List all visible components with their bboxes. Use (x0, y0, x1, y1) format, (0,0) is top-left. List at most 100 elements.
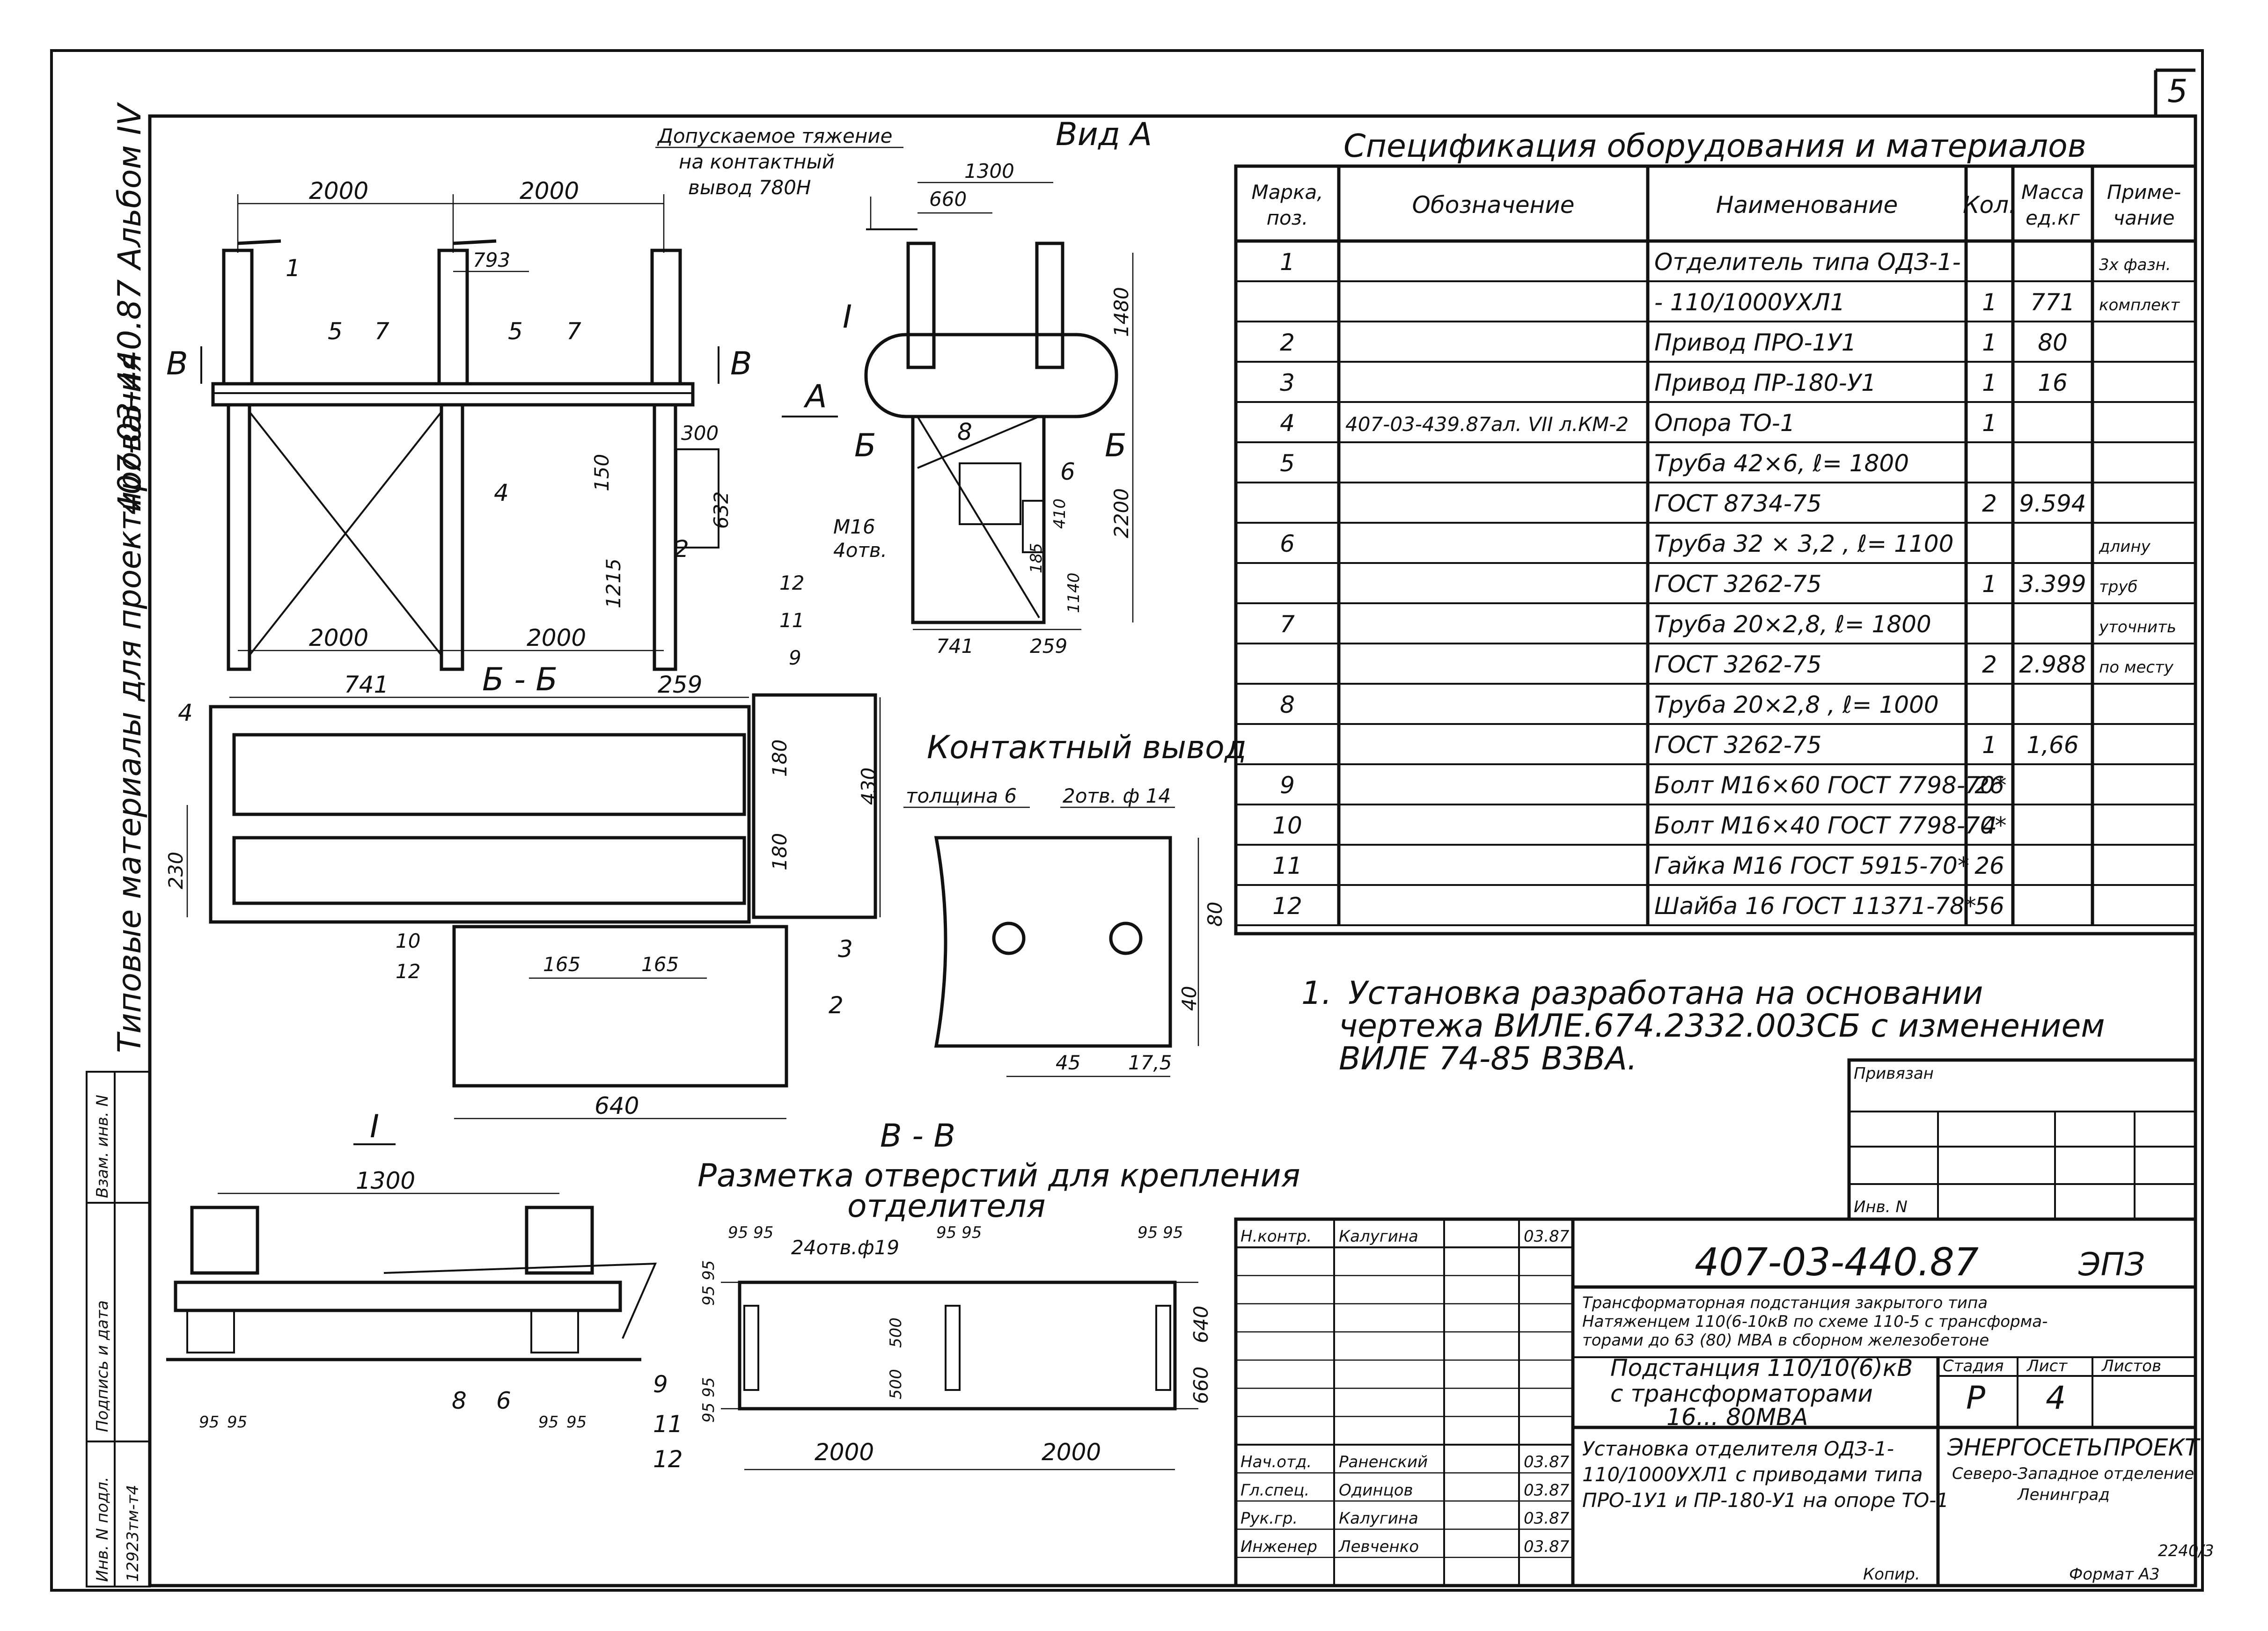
spec-cell-r16-c0: 12 (1272, 892, 1302, 920)
dim-1300: 1300 (964, 160, 1014, 183)
callout-7a: 7 (374, 318, 389, 345)
project-title-1: Трансформаторная подстанция закрытого ти… (1582, 1294, 1988, 1312)
spec-cell-r2-c4: 80 (2038, 329, 2068, 356)
dim-259-bb: 259 (658, 671, 702, 698)
spec-cell-r11-c2: Труба 20×2,8 , ℓ= 1000 (1654, 691, 1939, 718)
dim-230: 230 (164, 852, 187, 889)
dim-2000-vv-a: 2000 (815, 1439, 874, 1466)
spec-cell-r14-c2: Болт М16×40 ГОСТ 7798-70* (1654, 812, 2007, 839)
spec-cell-r3-c4: 16 (2038, 369, 2068, 396)
spec-cell-r10-c3: 2 (1982, 651, 1997, 678)
drawing-mark: ЭПЗ (2078, 1246, 2145, 1283)
dim-165-a: 165 (543, 953, 580, 976)
org-city: Ленинград (2017, 1485, 2110, 1504)
spec-cell-r7-c5: длину (2099, 537, 2151, 556)
spec-header-4: Масса (2021, 181, 2084, 204)
stamp-name-1: Раненский (1339, 1453, 1428, 1471)
drive-box (675, 448, 719, 549)
detail-i-title: I (370, 1108, 379, 1145)
callout-4-bb: 4 (178, 699, 193, 726)
dim-95-vv-left-a: 95 95 (699, 1260, 718, 1306)
dim-95-vv-b: 95 95 (936, 1223, 982, 1242)
dim-793: 793 (473, 249, 510, 271)
hole-2 (1109, 922, 1143, 955)
dim-640: 640 (595, 1092, 639, 1119)
callout-11-bb: 11 (779, 609, 804, 632)
callout-12-bb-b: 12 (396, 960, 420, 983)
detail-i-ellipse (864, 333, 1118, 418)
stamp-role-0: Н.контр. (1240, 1227, 1312, 1246)
bound-label: Привязан (1854, 1064, 1934, 1083)
detail-i: I 1300 8 6 9 11 12 95 95 95 95 (166, 1108, 683, 1473)
detail-mark-i: I (843, 299, 852, 336)
drawing-title-2: 110/1000УХЛ1 с приводами типа (1582, 1463, 1923, 1486)
leg-1 (227, 403, 251, 671)
spec-cell-r13-c3: 26 (1974, 772, 2004, 799)
insulator-3 (650, 249, 682, 386)
spec-cell-r2-c3: 1 (1982, 329, 1997, 356)
callout-4: 4 (494, 479, 509, 506)
spec-cell-r4-c0: 4 (1280, 410, 1295, 437)
dim-95-a: 95 (199, 1413, 219, 1432)
view-a: Вид А 1300 660 I 1480 2200 410 185 1140 … (782, 116, 1152, 658)
album-code-vertical: 407-03-440.87 Альбом IV (111, 102, 148, 515)
note-line-3: ВИЛЕ 74-85 ВЗВА. (1339, 1040, 1637, 1077)
contact-thickness: толщина 6 (906, 784, 1017, 807)
stamp-name-4: Левченко (1338, 1537, 1419, 1556)
dim-40: 40 (1178, 986, 1201, 1011)
base-plate (209, 705, 751, 924)
section-vv-subtitle-2: отделителя (847, 1188, 1046, 1225)
spec-header-5: чание (2113, 206, 2174, 229)
spec-cell-r0-c5: 3х фазн. (2099, 256, 2171, 274)
stamp-date-1: 03.87 (1524, 1453, 1570, 1471)
drawing-title-1: Установка отделителя ОДЗ-1- (1582, 1437, 1894, 1460)
section-vv-title: В - В (880, 1118, 955, 1155)
dim-640-vv: 640 (1189, 1306, 1212, 1343)
section-mark-b-left: Б (854, 427, 876, 464)
org-branch: Северо-Западное отделение (1952, 1464, 2194, 1483)
spec-cell-r1-c4: 771 (2030, 289, 2075, 316)
section-mark-v-left: В (166, 345, 188, 382)
spec-cell-r6-c4: 9.594 (2019, 490, 2086, 517)
dim-1215: 1215 (602, 558, 625, 608)
left-stamp: Взам. инв. N Подпись и дата Инв. N подл.… (86, 1071, 151, 1587)
spec-cell-r4-c2: Опора ТО-1 (1654, 410, 1795, 437)
callout-5a: 5 (328, 318, 343, 345)
note-number: 1. (1301, 975, 1332, 1012)
stamp-role-2: Гл.спец. (1240, 1481, 1309, 1499)
callout-6: 6 (1060, 458, 1075, 485)
dim-185: 185 (1027, 543, 1046, 573)
dim-2000-top-1: 2000 (309, 177, 368, 205)
svg-text:вывод 780Н: вывод 780Н (688, 176, 811, 199)
dim-1140: 1140 (1064, 572, 1083, 613)
spec-header-3: Кол. (1963, 191, 2016, 219)
section-bb: Б - Б 741 259 430 180 180 230 165 165 64… (164, 571, 881, 1119)
dim-95-vv-c: 95 95 (1138, 1223, 1183, 1242)
dim-1480: 1480 (1110, 287, 1133, 337)
hole-1 (992, 922, 1026, 955)
typical-materials-vertical: Типовые материалы для проектирования (111, 353, 148, 1053)
spec-cell-r8-c4: 3.399 (2019, 570, 2086, 598)
callout-6-detail: 6 (496, 1387, 511, 1414)
stamp-role-3: Рук.гр. (1240, 1509, 1298, 1528)
spec-cell-r2-c2: Привод ПРО-1У1 (1654, 329, 1857, 356)
dim-660-vv: 660 (1189, 1367, 1212, 1404)
subtitle-2: с трансформаторами (1610, 1380, 1873, 1407)
dim-95-vv-left-b: 95 95 (699, 1377, 718, 1423)
spec-cell-r8-c3: 1 (1982, 570, 1997, 598)
spec-cell-r3-c2: Привод ПР-180-У1 (1654, 369, 1876, 396)
subtitle-1: Подстанция 110/10(6)кВ (1610, 1354, 1913, 1382)
tension-note: Допускаемое тяжение на контактный вывод … (655, 124, 917, 230)
spec-cell-r16-c3: 56 (1974, 892, 2004, 920)
spec-cell-r6-c2: ГОСТ 8734-75 (1654, 490, 1821, 517)
arrow-a-label: А (803, 378, 827, 415)
section-bb-title: Б - Б (482, 661, 558, 698)
holes-note: 24отв.ф19 (791, 1236, 899, 1259)
contact-holes: 2отв. ф 14 (1063, 784, 1171, 807)
spec-frame (1234, 164, 2197, 936)
spec-cell-r11-c0: 8 (1280, 691, 1295, 718)
note-line-2: чертежа ВИЛЕ.674.2332.003СБ с изменением (1339, 1008, 2105, 1045)
spec-cell-r5-c0: 5 (1280, 450, 1295, 477)
spec-header-5: Приме- (2107, 181, 2181, 204)
